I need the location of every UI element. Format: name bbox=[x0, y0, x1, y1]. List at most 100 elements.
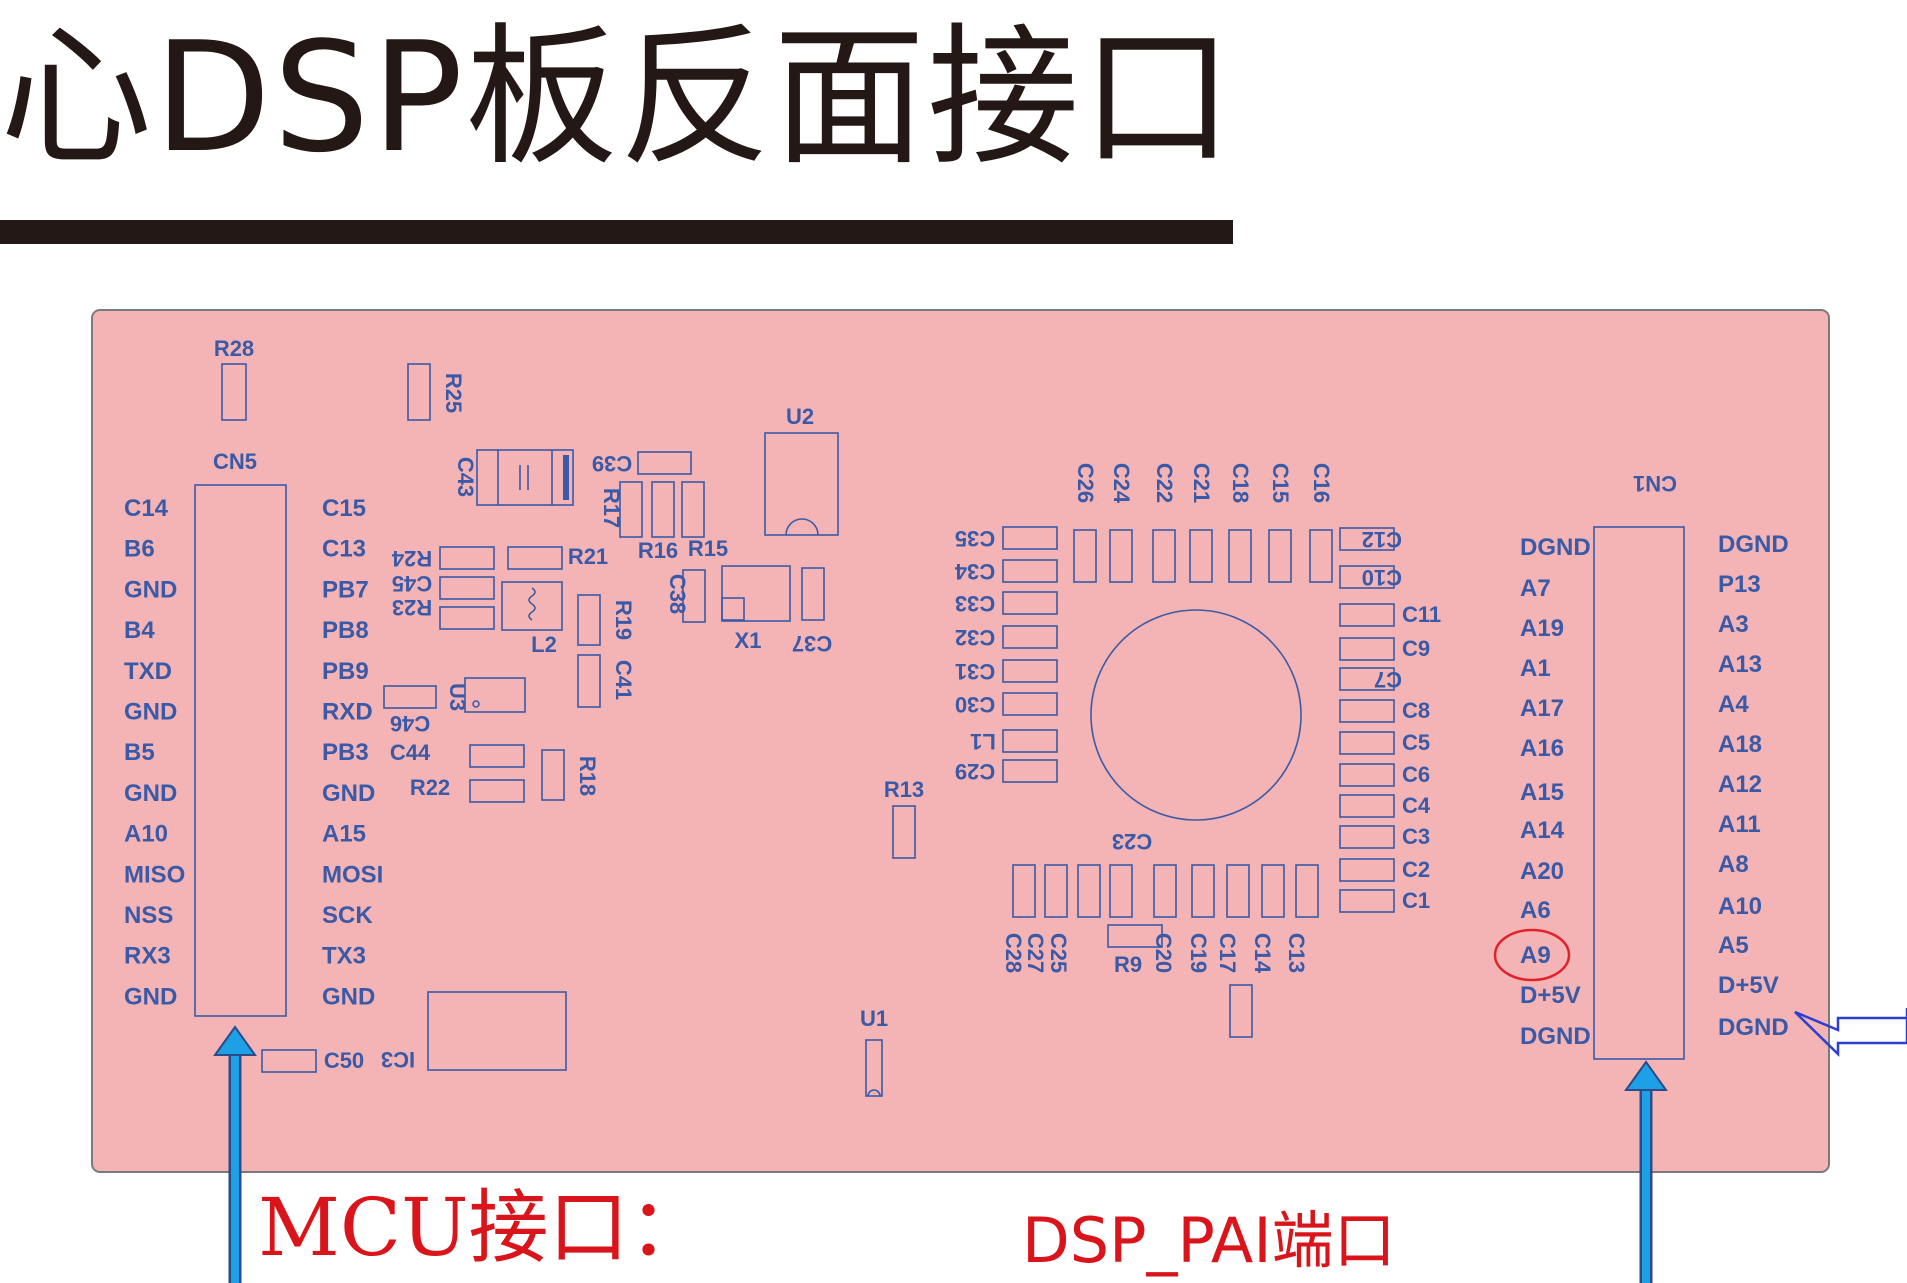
r28-pad bbox=[221, 363, 247, 421]
cap-pad bbox=[1339, 565, 1395, 589]
cn5-pin-label: B5 bbox=[124, 739, 155, 766]
cap-label: C9 bbox=[1402, 636, 1430, 661]
cap-label: C20 bbox=[1151, 933, 1176, 973]
c45-label: C45 bbox=[392, 571, 432, 596]
cap-label: C14 bbox=[1250, 933, 1275, 974]
r17-pad bbox=[619, 481, 643, 538]
u3-body bbox=[464, 677, 526, 713]
c45-pad bbox=[439, 576, 495, 600]
cn1-pin-label: A13 bbox=[1718, 651, 1762, 678]
cn5-pin-label: MISO bbox=[124, 861, 185, 888]
cap-label: C29 bbox=[955, 759, 995, 784]
cn1-pin-label: A5 bbox=[1718, 932, 1749, 959]
cap-label: C12 bbox=[1362, 527, 1402, 552]
cap-label: C4 bbox=[1402, 793, 1431, 818]
cap-label: C27 bbox=[1023, 933, 1048, 973]
x1-label: X1 bbox=[735, 628, 762, 653]
c41-pad bbox=[577, 654, 601, 708]
cap-pad bbox=[1339, 889, 1395, 913]
cap-pad bbox=[1261, 864, 1285, 918]
cap-label: C18 bbox=[1228, 463, 1253, 503]
c43-pad bbox=[476, 449, 574, 506]
cap-pad bbox=[1012, 864, 1036, 918]
cn1-pin-label: A10 bbox=[1718, 893, 1762, 920]
cn5-pin-label: B4 bbox=[124, 617, 155, 644]
cap-pad bbox=[1228, 529, 1252, 583]
cap-label: C13 bbox=[1284, 933, 1309, 973]
l1-label: L1 bbox=[970, 729, 996, 754]
dgnd-pointer-arrow bbox=[1794, 1008, 1907, 1057]
cn1-pin-label: A20 bbox=[1520, 858, 1564, 885]
r19-label: R19 bbox=[611, 600, 636, 640]
u1-label: U1 bbox=[860, 1006, 888, 1031]
r13-label: R13 bbox=[884, 777, 924, 802]
c50-pad bbox=[261, 1049, 317, 1073]
cap-pad bbox=[1002, 526, 1058, 550]
r16-label: R16 bbox=[638, 538, 678, 563]
cn1-pin-label: A15 bbox=[1520, 779, 1564, 806]
cn5-pin-label: RX3 bbox=[124, 943, 171, 970]
cap-pad bbox=[1339, 825, 1395, 849]
r25-label: R25 bbox=[441, 373, 466, 413]
cn5-label: CN5 bbox=[213, 449, 257, 474]
cap-label: C6 bbox=[1402, 762, 1430, 787]
u3-label: U3 bbox=[445, 683, 470, 711]
cap-label: C2 bbox=[1402, 857, 1430, 882]
cn5-pin-label: B6 bbox=[124, 536, 155, 563]
cap-label: C8 bbox=[1402, 698, 1430, 723]
cap-label: C16 bbox=[1309, 463, 1334, 503]
cn1-pin-label: DGND bbox=[1520, 534, 1591, 561]
c-bottom-extra-pad bbox=[1229, 984, 1253, 1038]
cap-label: C28 bbox=[1001, 933, 1026, 973]
cn5-pin-label: GND bbox=[322, 983, 375, 1010]
cn1-pin-label: D+5V bbox=[1520, 982, 1581, 1009]
r23-pad bbox=[439, 606, 495, 630]
pcb-board bbox=[91, 309, 1830, 1173]
cap-pad bbox=[1339, 699, 1395, 723]
cn5-pin-label: TXD bbox=[124, 658, 172, 685]
cap-pad bbox=[1002, 591, 1058, 615]
cn5-pin-label: A10 bbox=[124, 821, 168, 848]
r16-pad bbox=[651, 481, 675, 538]
cap-label: C30 bbox=[955, 692, 995, 717]
u2-label: U2 bbox=[786, 404, 814, 429]
cap-label: C10 bbox=[1362, 565, 1402, 590]
cap-pad bbox=[1109, 864, 1133, 918]
cn5-connector bbox=[194, 484, 287, 1017]
cn1-pin-label: A18 bbox=[1718, 731, 1762, 758]
ic3-label: IC3 bbox=[381, 1047, 415, 1072]
cn1-pin-label: P13 bbox=[1718, 571, 1761, 598]
cap-label: C31 bbox=[955, 659, 995, 684]
r13-pad bbox=[892, 805, 916, 859]
cap-pad bbox=[1339, 794, 1395, 818]
cn5-pin-label: SCK bbox=[322, 902, 373, 929]
c44-pad bbox=[469, 744, 525, 768]
r15-pad bbox=[681, 481, 705, 538]
cap-pad bbox=[1309, 529, 1333, 583]
cn1-pin-label: A7 bbox=[1520, 575, 1551, 602]
r18-pad bbox=[541, 749, 565, 801]
cap-pad bbox=[1002, 659, 1058, 683]
cn5-pin-label: NSS bbox=[124, 902, 173, 929]
cap-pad bbox=[1152, 529, 1176, 583]
cn1-pin-label: A16 bbox=[1520, 735, 1564, 762]
cap-label: C22 bbox=[1152, 463, 1177, 503]
c38-pad bbox=[682, 569, 706, 623]
cn5-pin-label: PB9 bbox=[322, 658, 369, 685]
cap-pad bbox=[1109, 529, 1133, 583]
dsp-chip-circle bbox=[1090, 609, 1302, 821]
cap-label: C32 bbox=[955, 625, 995, 650]
cn1-connector bbox=[1593, 526, 1685, 1060]
cap-label: C7 bbox=[1374, 667, 1402, 692]
cap-pad bbox=[1044, 864, 1068, 918]
cap-label: C26 bbox=[1073, 463, 1098, 503]
cap-pad bbox=[1339, 731, 1395, 755]
cap-label: C19 bbox=[1186, 933, 1211, 973]
cn1-pin-label: A1 bbox=[1520, 655, 1551, 682]
cap-label: C15 bbox=[1268, 463, 1293, 503]
cn1-pin-label: A6 bbox=[1520, 897, 1551, 924]
r19-pad bbox=[577, 594, 601, 646]
r25-pad bbox=[407, 363, 431, 421]
c50-label: C50 bbox=[324, 1048, 364, 1073]
